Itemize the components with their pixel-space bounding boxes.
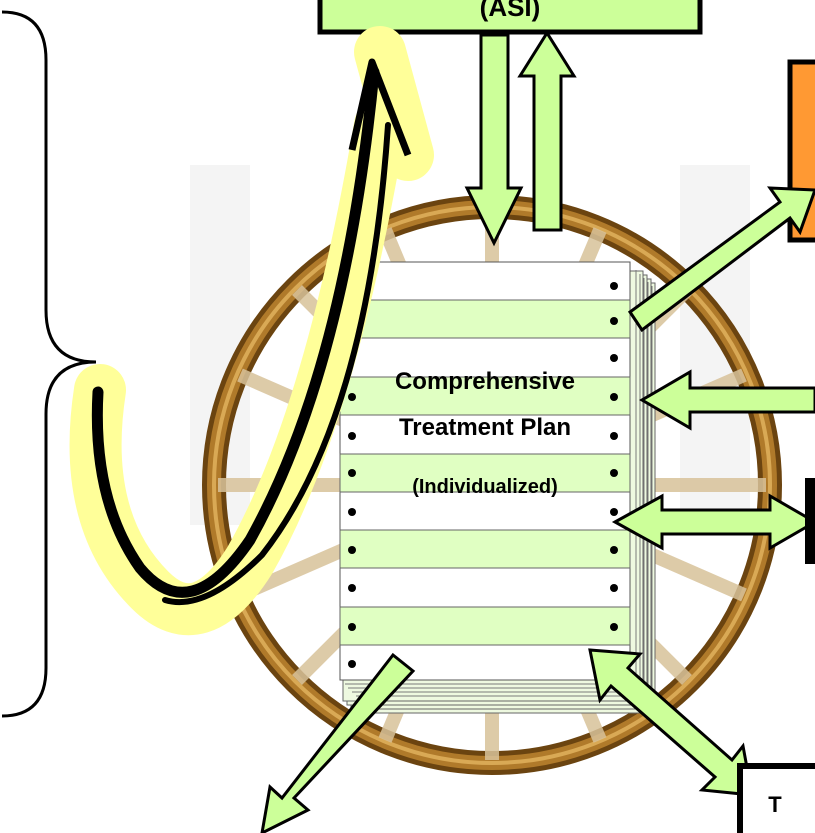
top-box-label: (ASI)	[460, 0, 560, 23]
plan-subtitle: (Individualized)	[340, 476, 630, 499]
plan-title-line2: Treatment Plan	[340, 414, 630, 442]
plan-title-line1: Comprehensive	[340, 368, 630, 396]
treatment-plan-document	[340, 262, 630, 680]
left-curly-brace	[2, 12, 96, 716]
bottom-right-box-label: T	[760, 792, 790, 818]
right-edge-box	[805, 478, 815, 564]
